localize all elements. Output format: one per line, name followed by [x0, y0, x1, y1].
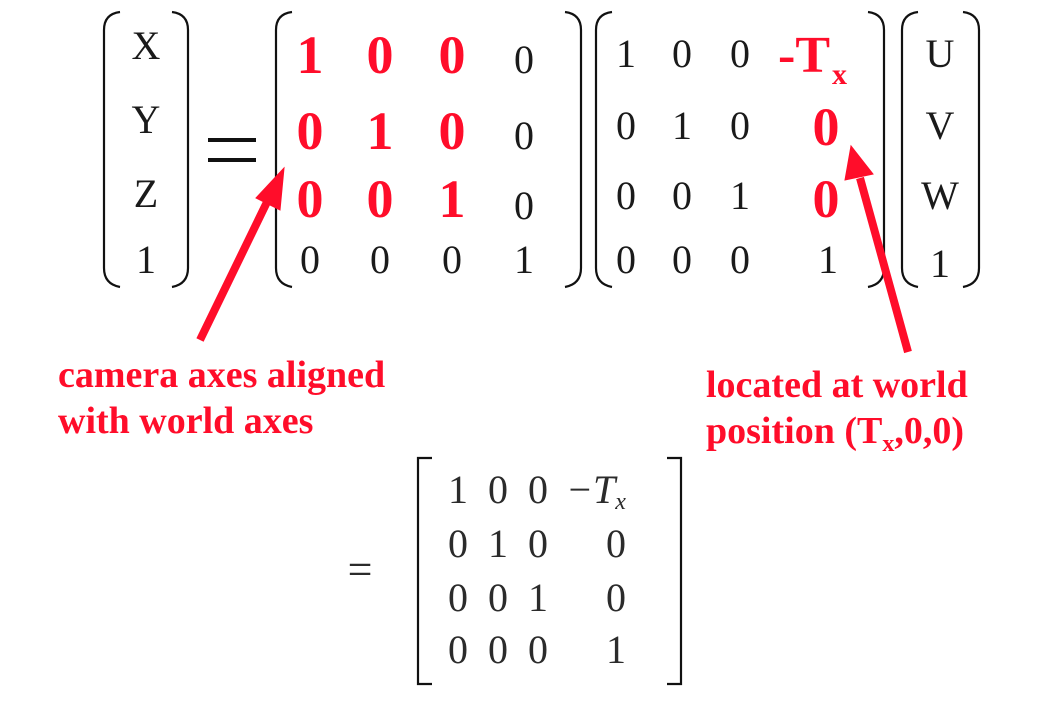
annotation-right-subscript: x: [882, 431, 895, 457]
res-cell-0-1: 0: [488, 467, 508, 512]
trans-cell-3-1: 0: [672, 237, 692, 282]
rhs-right-paren: [962, 10, 981, 289]
rot-cell-0-2: 0: [438, 25, 466, 85]
trans-cell-2-1: 0: [672, 173, 692, 218]
rot-cell-1-1: 1: [366, 101, 394, 161]
trans-cell-1-1: 1: [672, 103, 692, 148]
rot-cell-2-1: 0: [366, 169, 394, 229]
res-cell-3-1: 0: [488, 627, 508, 672]
rot-cell-2-3: 0: [514, 183, 534, 228]
rhs-one: 1: [930, 241, 950, 286]
trans-cell-2-3: 0: [812, 169, 840, 229]
rot-left-paren: [274, 10, 293, 289]
rot-cell-0-0: 1: [296, 25, 324, 85]
trans-cell-1-3: 0: [812, 97, 840, 157]
lhs-left-paren: [102, 10, 121, 289]
trans-cell-0-2: 0: [730, 31, 750, 76]
rot-cell-1-3: 0: [514, 113, 534, 158]
rhs-u: U: [925, 31, 955, 76]
rot-cell-3-3: 1: [514, 237, 534, 282]
annotation-right-line2-prefix: position (T: [706, 410, 883, 452]
res-cell-3-0: 0: [448, 627, 468, 672]
trans-cell-2-2: 1: [730, 173, 750, 218]
lhs-one: 1: [136, 237, 156, 282]
neg-t-label: -T: [778, 27, 830, 84]
trans-left-paren: [594, 10, 613, 289]
rot-cell-0-3: 0: [514, 37, 534, 82]
res-cell-1-2: 0: [528, 521, 548, 566]
rot-cell-0-1: 0: [366, 25, 394, 85]
annotation-right-line1: located at world: [706, 364, 968, 406]
trans-cell-3-2: 0: [730, 237, 750, 282]
neg-t-subscript: x: [832, 58, 847, 91]
res-cell-2-3: 0: [606, 575, 626, 620]
rot-cell-3-0: 0: [300, 237, 320, 282]
rot-cell-1-0: 0: [296, 101, 324, 161]
res-cell-3-3: 1: [606, 627, 626, 672]
res-cell-2-1: 0: [488, 575, 508, 620]
res-cell-1-1: 1: [488, 521, 508, 566]
lhs-right-paren: [171, 10, 190, 289]
trans-cell-1-0: 0: [616, 103, 636, 148]
right-arrow-shaft: [856, 176, 912, 354]
res-cell-0-2: 0: [528, 467, 548, 512]
annotation-camera-axes: camera axes aligned with world axes: [58, 352, 385, 444]
annotation-left-line1: camera axes aligned: [58, 354, 386, 396]
trans-cell-0-1: 0: [672, 31, 692, 76]
trans-cell-3-0: 0: [616, 237, 636, 282]
left-arrowhead: [255, 166, 285, 211]
rot-cell-3-2: 0: [442, 237, 462, 282]
res-cell-2-2: 1: [528, 575, 548, 620]
annotation-right-line2-suffix: ,0,0): [894, 410, 964, 452]
top-equals-sign: [208, 138, 256, 162]
result-left-bracket: [416, 456, 432, 686]
right-arrowhead: [844, 144, 874, 181]
res-neg-t: −T: [566, 467, 616, 512]
trans-cell-3-3: 1: [818, 237, 838, 282]
lhs-z: Z: [133, 171, 159, 216]
annotation-world-position: located at world position (Tx,0,0): [706, 362, 968, 467]
trans-cell-2-0: 0: [616, 173, 636, 218]
left-arrow-shaft: [196, 198, 272, 342]
trans-cell-1-2: 0: [730, 103, 750, 148]
rot-cell-2-2: 1: [438, 169, 466, 229]
trans-right-paren: [867, 10, 886, 289]
rot-cell-1-2: 0: [438, 101, 466, 161]
res-neg-t-subscript: x: [615, 489, 626, 515]
rhs-left-paren: [900, 10, 919, 289]
res-cell-2-0: 0: [448, 575, 468, 620]
rot-right-paren: [564, 10, 583, 289]
rhs-v: V: [925, 103, 955, 148]
trans-cell-0-0: 1: [616, 31, 636, 76]
res-cell-1-3: 0: [606, 521, 626, 566]
lhs-x: X: [131, 23, 161, 68]
res-cell-3-2: 0: [528, 627, 548, 672]
rot-cell-3-1: 0: [370, 237, 390, 282]
rhs-w: W: [921, 173, 959, 218]
result-right-bracket: [667, 456, 683, 686]
res-cell-0-0: 1: [448, 467, 468, 512]
rot-cell-2-0: 0: [296, 169, 324, 229]
trans-cell-0-3: -Tx: [778, 30, 868, 90]
res-cell-1-0: 0: [448, 521, 468, 566]
annotation-left-line2: with world axes: [58, 400, 314, 442]
result-equals-sign: =: [347, 545, 373, 594]
lhs-y: Y: [131, 97, 161, 142]
res-cell-0-3: −Tx: [566, 467, 662, 515]
